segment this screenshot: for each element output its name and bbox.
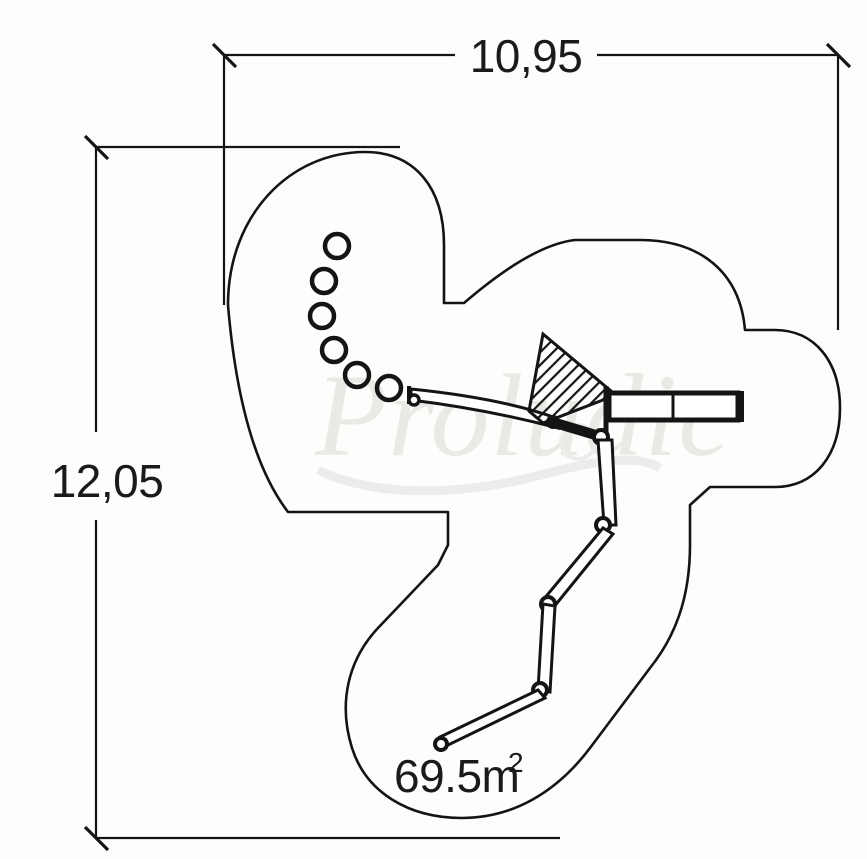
ramp-end-cap (433, 736, 449, 752)
width-dimension-label: 10,95 (470, 30, 583, 82)
safety-zone-boundary-path (226, 150, 842, 820)
left-beam-joint (407, 393, 421, 407)
roof-outline (527, 331, 614, 425)
height-dimension-label: 12,05 (51, 455, 164, 507)
stepping-stone-4 (319, 335, 349, 365)
stepping-stone-1 (322, 231, 352, 261)
area-label: 69.5m (394, 750, 519, 802)
stepping-stone-5 (342, 360, 372, 390)
stepping-stone-3 (307, 301, 337, 331)
area-label-group: 69.5m 2 (394, 747, 524, 802)
ramp-segment-diagonal (540, 526, 616, 611)
right-bridge-walkway (603, 386, 744, 440)
stepping-stone-2 (309, 266, 339, 296)
hatched-roof-structure (527, 331, 614, 425)
ramp-segment-final (438, 688, 548, 750)
safety-zone-outline (226, 150, 842, 820)
dimension-lines: 10,95 12,05 (51, 30, 852, 852)
area-label-exponent: 2 (508, 747, 524, 778)
ramp-path-system (433, 438, 618, 752)
ramp-segment-upper (596, 438, 618, 527)
stepping-stones-group (307, 231, 404, 403)
width-dimension: 10,95 (211, 30, 852, 330)
stepping-stone-6 (374, 373, 404, 403)
height-dimension: 12,05 (51, 134, 560, 852)
brace-joint-left (546, 415, 560, 429)
watermark-swoosh (316, 455, 663, 496)
ramp-segment-vertical (536, 602, 557, 694)
